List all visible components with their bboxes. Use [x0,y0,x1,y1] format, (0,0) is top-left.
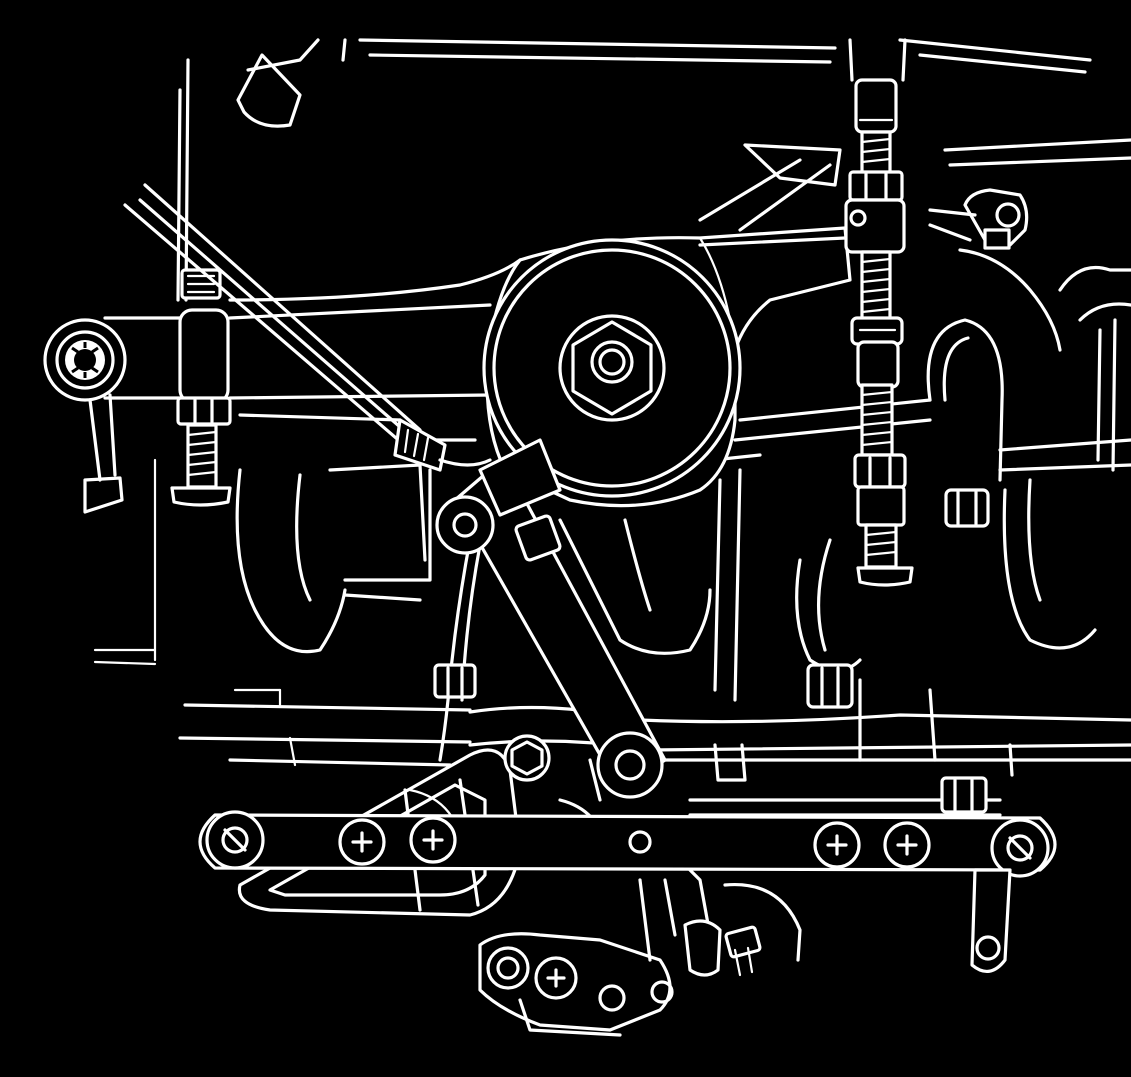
right-lever [970,868,1012,973]
connecting-link [435,438,667,799]
left-rod-end [43,318,127,514]
intake-runners [235,248,1131,702]
dipstick-tube [123,183,492,762]
engine-block-outline [93,38,1131,666]
pivot-nut [571,320,653,416]
linkage-bar [198,810,1057,878]
adjusting-rod [844,38,907,457]
lower-adjusting-bolt [853,453,914,587]
left-adjusting-bolt [170,268,232,507]
lower-plate [478,868,712,1037]
sensor-connector [683,882,802,977]
manifold-nuts [433,488,990,814]
right-upper-bolt [928,188,1029,250]
